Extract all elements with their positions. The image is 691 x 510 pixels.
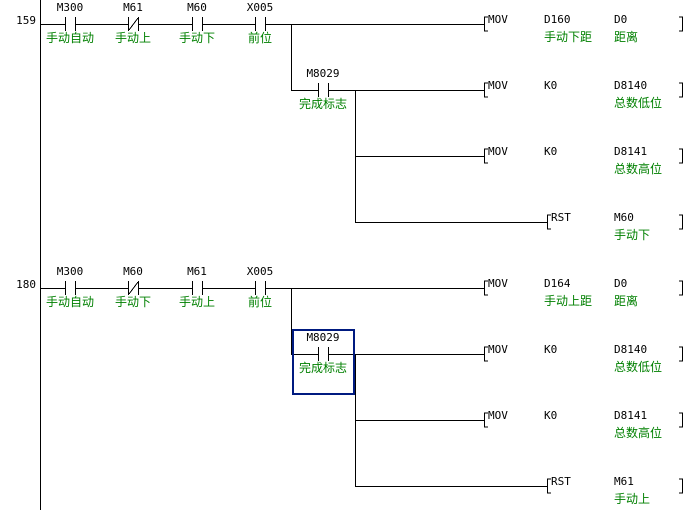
step-number: 180 [16,278,36,291]
contact-comment: 手动自动 [46,295,94,309]
instruction-operand-1: K0 [544,409,557,422]
nc-slash [128,17,139,31]
instruction-left-bracket [484,280,488,296]
operand-1-comment: 手动下距 [544,30,592,44]
instruction-opcode: RST [551,475,571,488]
operand-1-comment: 手动下 [614,228,650,242]
instruction-opcode: RST [551,211,571,224]
step-number: 159 [16,14,36,27]
contact-device-label: M300 [57,1,84,14]
contact-m300[interactable]: M300 手动自动 [46,265,94,309]
instruction-left-bracket [547,478,551,494]
instruction-opcode: MOV [488,13,508,26]
contact-device-label: M300 [57,265,84,278]
instruction-left-bracket [484,346,488,362]
contact-device-label: M61 [187,265,207,278]
instruction-operand-1: D160 [544,13,571,26]
contact-device-label: M60 [187,1,207,14]
contact-m8029[interactable]: M8029 完成标志 [299,67,347,111]
instruction-operand-2: D8140 [614,343,647,356]
contact-comment: 手动下 [179,31,215,45]
instruction-rst[interactable]: RST M61 手动上 [547,475,683,506]
instruction-left-bracket [547,214,551,230]
instruction-mov[interactable]: MOV K0 D8141 总数高位 [484,145,683,176]
contact-m61[interactable]: M61 手动上 [115,1,151,45]
instruction-operand-1: K0 [544,79,557,92]
instruction-left-bracket [484,412,488,428]
instruction-left-bracket [484,16,488,32]
contact-device-label: M61 [123,1,143,14]
contact-x005[interactable]: X005 前位 [247,265,274,309]
instruction-rst[interactable]: RST M60 手动下 [547,211,683,242]
contact-comment: 手动上 [179,295,215,309]
instruction-mov[interactable]: MOV K0 D8141 总数高位 [484,409,683,440]
contact-device-label: X005 [247,1,274,14]
operand-2-comment: 距离 [614,29,638,44]
operand-1-comment: 手动上距 [544,294,592,308]
instruction-left-bracket [484,148,488,164]
instruction-right-bracket [679,478,683,494]
instruction-operand-1: M60 [614,211,634,224]
instruction-operand-2: D8140 [614,79,647,92]
instruction-mov[interactable]: MOV D164 手动上距 D0 距离 [484,277,683,308]
nc-slash [128,281,139,295]
instruction-opcode: MOV [488,409,508,422]
contact-comment: 完成标志 [299,360,347,375]
instruction-operand-2: D0 [614,13,627,26]
contact-comment: 前位 [248,30,272,45]
instruction-opcode: MOV [488,277,508,290]
instruction-operand-1: M61 [614,475,634,488]
instruction-right-bracket [679,16,683,32]
contact-comment: 完成标志 [299,96,347,111]
instruction-mov[interactable]: MOV K0 D8140 总数低位 [484,79,683,110]
instruction-mov[interactable]: MOV K0 D8140 总数低位 [484,343,683,374]
operand-2-comment: 总数高位 [614,161,662,176]
instruction-right-bracket [679,214,683,230]
instruction-right-bracket [679,82,683,98]
instruction-right-bracket [679,148,683,164]
contact-device-label: M60 [123,265,143,278]
operand-2-comment: 总数高位 [614,425,662,440]
contact-comment: 前位 [248,294,272,309]
operand-2-comment: 总数低位 [614,95,662,110]
contact-x005[interactable]: X005 前位 [247,1,274,45]
selection-cursor [292,329,355,395]
instruction-right-bracket [679,346,683,362]
instruction-mov[interactable]: MOV D160 手动下距 D0 距离 [484,13,683,44]
contact-m300[interactable]: M300 手动自动 [46,1,94,45]
instruction-left-bracket [484,82,488,98]
operand-2-comment: 总数低位 [614,359,662,374]
operand-2-comment: 距离 [614,293,638,308]
contact-comment: 手动自动 [46,31,94,45]
contact-comment: 手动下 [115,295,151,309]
instruction-opcode: MOV [488,343,508,356]
instruction-opcode: MOV [488,79,508,92]
contact-m60[interactable]: M60 手动下 [179,1,215,45]
instruction-operand-2: D8141 [614,145,647,158]
instruction-operand-1: D164 [544,277,571,290]
contact-device-label: X005 [247,265,274,278]
instruction-operand-1: K0 [544,145,557,158]
instruction-right-bracket [679,280,683,296]
contact-comment: 手动上 [115,31,151,45]
contact-device-label: M8029 [306,67,339,80]
contact-device-label: M8029 [306,331,339,344]
instruction-right-bracket [679,412,683,428]
instruction-operand-1: K0 [544,343,557,356]
contact-m60[interactable]: M60 手动下 [115,265,151,309]
instruction-opcode: MOV [488,145,508,158]
instruction-operand-2: D0 [614,277,627,290]
contact-m8029[interactable]: M8029 完成标志 [299,331,347,375]
operand-1-comment: 手动上 [614,492,650,506]
contact-m61[interactable]: M61 手动上 [179,265,215,309]
instruction-operand-2: D8141 [614,409,647,422]
